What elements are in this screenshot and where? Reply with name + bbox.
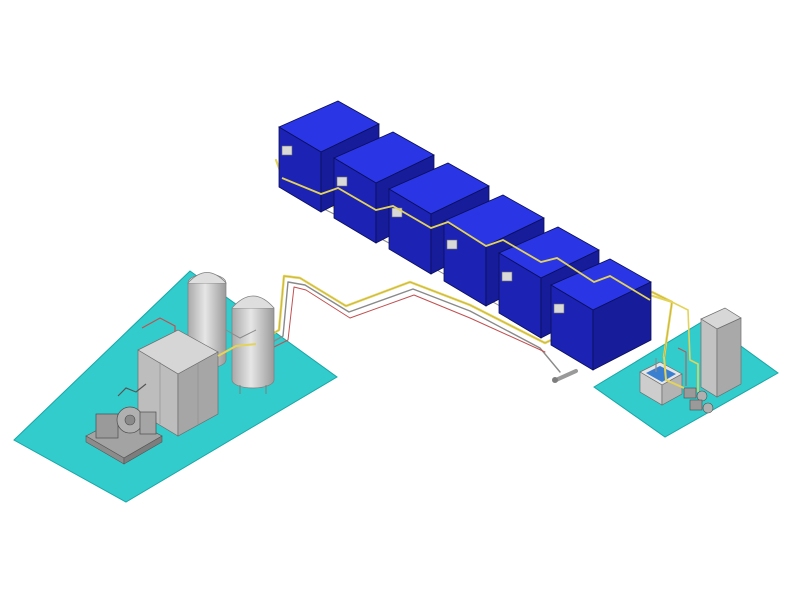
grey-pipe	[261, 281, 561, 373]
silo-dome	[187, 272, 227, 284]
grey-pipe-end	[554, 369, 578, 382]
silo-tank-2	[231, 295, 275, 394]
tank-valve	[336, 176, 348, 187]
electrical-cabinet	[700, 307, 742, 398]
right-pad-yellow-pipe-2	[671, 301, 699, 392]
yellow-pipe-outline	[255, 275, 673, 358]
tank-valve	[446, 239, 458, 250]
cabinet-front	[700, 318, 718, 398]
pad-link-pipe	[217, 343, 257, 357]
right-pad-yellow-pipe	[663, 356, 685, 389]
tank-valve	[553, 303, 565, 314]
motor-block	[139, 411, 157, 435]
red-service-pipe	[141, 317, 176, 336]
pump-icon	[683, 387, 697, 399]
compressor-base-side	[123, 435, 163, 465]
tank-valve	[281, 145, 293, 156]
compressor-icon	[95, 413, 119, 439]
buffer-water	[646, 366, 676, 382]
interconnect-pipeline	[254, 274, 674, 383]
cabinet-side	[716, 317, 742, 398]
motor-hub	[124, 414, 136, 426]
red-pipe	[267, 286, 546, 353]
process-cabinet	[137, 329, 219, 437]
grey-service-pipe	[225, 329, 257, 339]
tank-side	[592, 281, 652, 371]
buffer-tank	[639, 361, 683, 406]
pipe-end-cap	[552, 377, 558, 383]
pump-set	[683, 387, 714, 414]
tank-valve	[501, 271, 513, 282]
pump-motor	[696, 390, 708, 402]
blue-tank-6	[550, 258, 652, 371]
buffer-side	[661, 373, 683, 406]
right-pad-red-pipe	[677, 347, 687, 386]
silo-body	[231, 307, 275, 389]
pump-icon	[689, 399, 703, 411]
pump-motor	[702, 402, 714, 414]
compressor-pipework	[117, 383, 147, 397]
compressor-unit	[85, 383, 163, 465]
silo-dome	[231, 295, 275, 309]
front-header-pipe	[281, 177, 651, 301]
